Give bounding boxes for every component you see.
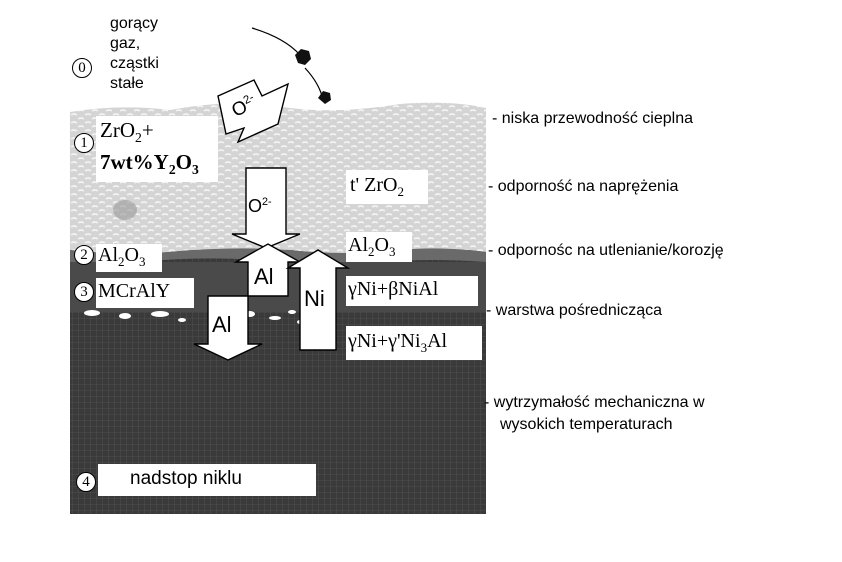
tgo-right-label: Al2O3: [348, 234, 396, 259]
bond-phase-2-label: γNi+γ'Ni3Al: [348, 330, 448, 355]
annotation-mechanical-strength-2: wysokich temperaturach: [500, 416, 673, 433]
aluminium-up-arrow: [233, 243, 303, 297]
gas-line-1: gorący: [110, 15, 159, 32]
tgo-right-box: [346, 232, 412, 262]
ceramic-defect: [113, 200, 137, 220]
particle-icon: [295, 49, 311, 65]
annotation-oxidation-resistance: - odpornośc na utlenianie/korozję: [488, 242, 724, 259]
interface-oxide-particles: [84, 310, 303, 324]
tbc-phase-box: [346, 170, 428, 204]
tbc-composition-line-1: ZrO2+: [100, 118, 154, 146]
layer-number-0: 0: [72, 58, 92, 78]
tgo-left-box: [96, 244, 162, 272]
substrate-box: [98, 464, 316, 496]
nickel-up-arrow-label: Ni: [304, 286, 325, 311]
aluminium-down-arrow-label: Al: [212, 312, 232, 337]
bond-coat-box: [96, 278, 194, 308]
aluminium-down-arrow: [193, 295, 263, 361]
tbc-composition-line-2: 7wt%Y2O3: [100, 150, 199, 178]
particle-trajectory: [251, 27, 301, 56]
hot-gas-label: gorący gaz, cząstki stałe: [110, 14, 159, 94]
tgo-left-label: Al2O3: [98, 244, 146, 269]
annotation-mechanical-strength-1: - wytrzymałość mechaniczna w: [484, 394, 705, 411]
gas-line-4: stałe: [110, 75, 144, 92]
aluminium-up-arrow-label: Al: [254, 264, 274, 289]
particle-icon-2: [318, 91, 331, 104]
gas-line-3: cząstki: [110, 55, 159, 72]
particle-trajectory-2: [304, 67, 323, 97]
tbc-composition-box: [96, 116, 218, 182]
oxygen-diagonal-arrow: [217, 79, 290, 144]
bond-phase-2-box: [346, 326, 482, 360]
oxygen-down-arrow: [231, 167, 301, 249]
bond-phase-1-label: γNi+βNiAl: [348, 278, 439, 300]
annotation-intermediate-layer: - warstwa pośrednicząca: [486, 302, 663, 319]
tbc-phase-label: t' ZrO2: [350, 174, 404, 199]
bond-phase-1-box: [346, 276, 478, 306]
substrate-label: nadstop niklu: [130, 468, 242, 489]
layer-number-1: 1: [74, 133, 94, 153]
annotation-stress-resistance: - odporność na naprężenia: [488, 178, 679, 195]
nickel-up-arrow: [285, 249, 351, 351]
oxygen-down-arrow-label: O2-: [248, 196, 272, 216]
bond-coat-label: MCrAlY: [98, 280, 171, 302]
layer-number-2: 2: [74, 245, 94, 265]
annotation-low-thermal-conductivity: - niska przewodność cieplna: [492, 110, 693, 127]
layer-number-3: 3: [74, 282, 94, 302]
layer-number-4: 4: [76, 472, 96, 492]
gas-line-2: gaz,: [110, 35, 141, 52]
